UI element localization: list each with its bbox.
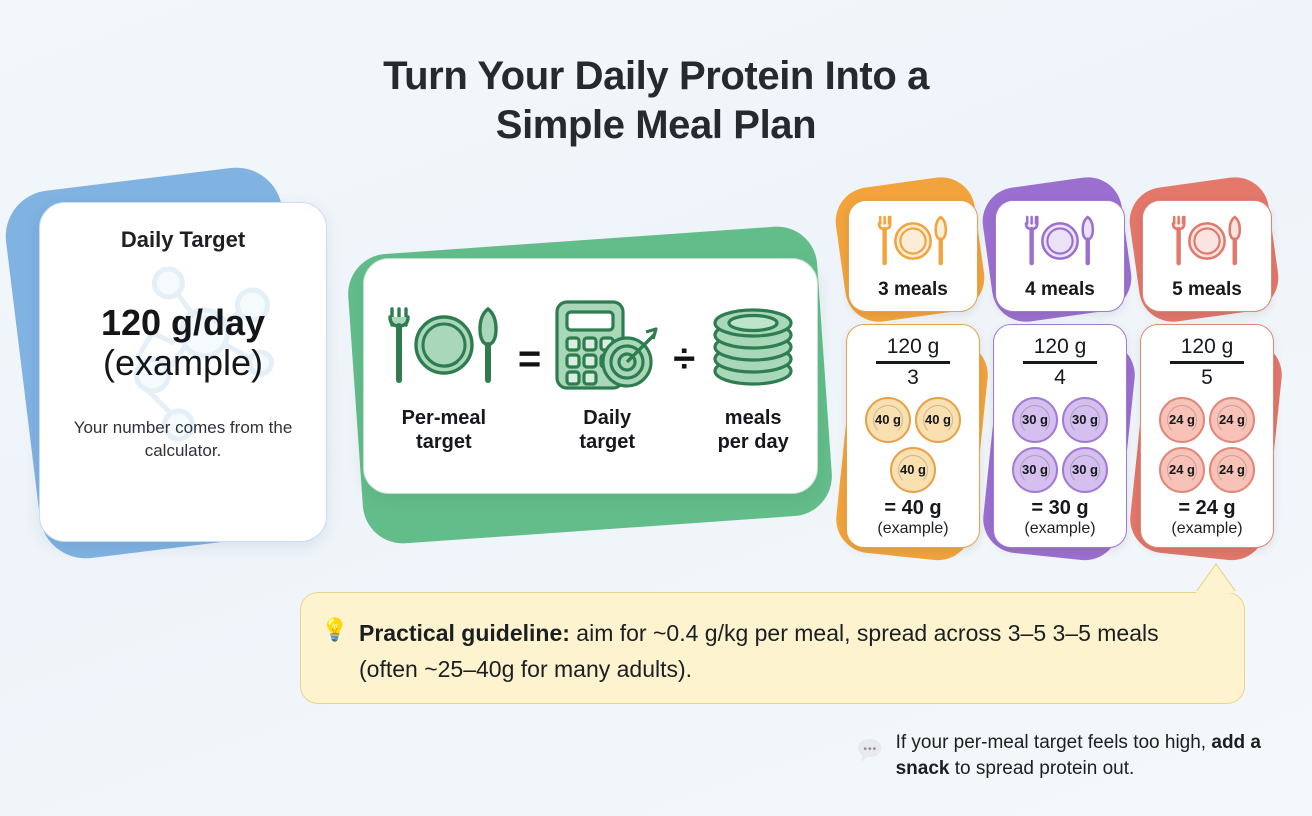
place-setting-icon (870, 212, 956, 275)
protein-chip: 24 g (1209, 396, 1255, 443)
formula-term-meals: meals per day (705, 297, 801, 454)
footnote-line-2: to spread protein out. (949, 758, 1135, 780)
page-title-line-2: Simple Meal Plan (495, 102, 817, 147)
place-setting-icon (380, 297, 508, 393)
place-setting-icon (1164, 212, 1250, 275)
footnote-line-1: If your per-meal target feels too high, (895, 732, 1207, 753)
protein-chip: 24 g (1159, 396, 1205, 443)
page-title-line-1: Turn Your Daily Protein Into a (383, 54, 929, 98)
callout-lead: Practical guideline: (359, 620, 570, 646)
meal-fraction: 120 g 4 (1023, 335, 1097, 390)
callout-body: aim for ~0.4 g/kg per meal, spread acros… (359, 620, 1159, 683)
daily-target-value-number: 120 g/day (100, 302, 266, 343)
fraction-denominator: 4 (1054, 365, 1066, 389)
meal-option-header-card[interactable]: 3 meals (848, 200, 978, 312)
formula-term-daily: Daily target (551, 297, 663, 454)
place-setting-icon (1017, 212, 1103, 275)
plate-stack-icon (705, 297, 801, 393)
meal-result: = 40 g (884, 497, 942, 519)
formula-card: Per-meal target = (363, 258, 818, 494)
protein-chip: 40 g (915, 396, 961, 443)
formula-operator-equals: = (517, 336, 542, 381)
meal-option-label: 5 meals (1172, 278, 1242, 300)
meal-fraction: 120 g 3 (876, 335, 950, 390)
protein-chip: 24 g (1209, 446, 1255, 493)
daily-target-value-note: (example) (102, 341, 264, 383)
fraction-numerator: 120 g (886, 335, 940, 358)
meal-option-label: 3 meals (878, 278, 948, 300)
daily-target-value: 120 g/day (example) (101, 303, 265, 383)
formula-term-per-meal: Per-meal target (380, 297, 508, 454)
practical-guideline-callout: 💡 Practical guideline: aim for ~0.4 g/kg… (300, 592, 1245, 704)
protein-chip: 24 g (1159, 446, 1205, 493)
formula-term-label: Per-meal target (401, 407, 487, 453)
page-title: Turn Your Daily Protein Into a Simple Me… (0, 52, 1312, 150)
fraction-bar (1170, 361, 1244, 364)
meal-fraction: 120 g 5 (1170, 335, 1244, 390)
callout-text: Practical guideline: aim for ~0.4 g/kg p… (359, 615, 1222, 688)
protein-chip: 30 g (1012, 446, 1058, 493)
protein-chip: 40 g (890, 446, 936, 493)
daily-target-section: Daily Target 120 g/day (example) Your nu… (0, 162, 344, 564)
molecule-icon (133, 266, 274, 442)
fraction-bar (876, 361, 950, 364)
meal-result: = 30 g (1031, 497, 1089, 519)
footnote-bold: add a snack (895, 732, 1261, 780)
protein-chip: 30 g (1062, 446, 1108, 493)
calculator-target-icon (551, 297, 663, 393)
fraction-numerator: 120 g (1180, 335, 1234, 358)
fraction-denominator: 5 (1201, 365, 1213, 389)
formula-operator-divide: ÷ (673, 336, 696, 381)
meal-option-header-card[interactable]: 5 meals (1142, 200, 1272, 312)
lightbulb-icon: 💡 (321, 617, 349, 642)
footnote: If your per-meal target feels too high, … (856, 730, 1296, 782)
daily-target-subtitle: Your number comes from the calculator. (73, 417, 293, 460)
protein-chip: 30 g (1012, 396, 1058, 443)
formula-term-label: Daily target (579, 407, 635, 453)
footnote-text: If your per-meal target feels too high, … (896, 730, 1296, 782)
meal-result-note: (example) (877, 520, 949, 537)
fraction-denominator: 3 (907, 365, 919, 389)
fraction-bar (1023, 361, 1097, 364)
meal-option-header-card[interactable]: 4 meals (995, 200, 1125, 312)
meal-result: = 24 g (1178, 497, 1236, 519)
daily-target-heading: Daily Target (120, 227, 246, 252)
meal-result-note: (example) (1024, 520, 1096, 537)
meal-result-note: (example) (1171, 520, 1243, 537)
formula-section: Per-meal target = (345, 223, 845, 550)
speech-bubble-icon (857, 738, 882, 762)
meal-option-label: 4 meals (1025, 278, 1095, 300)
callout-pointer (1196, 565, 1236, 593)
protein-chip: 30 g (1062, 396, 1108, 443)
formula-term-label: meals per day (717, 407, 789, 453)
daily-target-card: Daily Target 120 g/day (example) Your nu… (39, 202, 327, 542)
protein-chip: 40 g (865, 396, 911, 443)
fraction-numerator: 120 g (1033, 335, 1087, 358)
